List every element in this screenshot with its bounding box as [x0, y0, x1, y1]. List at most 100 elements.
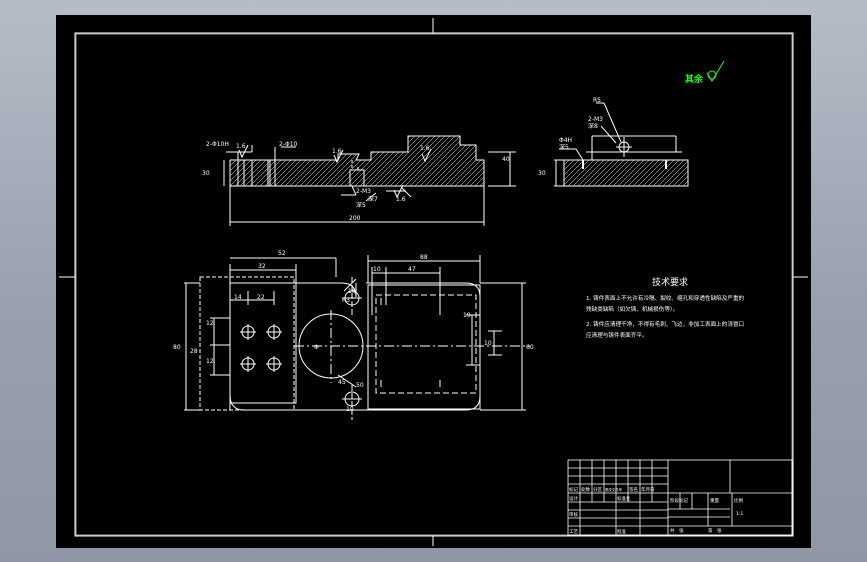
hatch-line	[449, 136, 484, 186]
tb-label-5: 年月日	[641, 486, 655, 493]
hatch-line	[564, 160, 575, 171]
hatch-line	[459, 136, 484, 186]
dim-45: 45	[338, 379, 346, 386]
hatch-line	[587, 160, 615, 186]
hatch-line	[474, 136, 484, 186]
surface-finish-label: 其余	[685, 73, 704, 85]
hatch-line	[662, 160, 688, 186]
dim-r3: R3	[342, 297, 350, 304]
tb-ratio: 比例	[734, 497, 743, 504]
tb-standard: 标准化	[617, 495, 631, 502]
surface-finish-symbol	[706, 60, 725, 82]
hatch-line	[577, 160, 605, 186]
tb-design: 设计	[569, 495, 578, 502]
hatch-line	[682, 180, 688, 186]
hatch-line	[454, 136, 484, 186]
dim-12b: 12	[206, 358, 214, 365]
roughness-label-3: 1.6	[420, 145, 430, 152]
hatch-line	[374, 136, 426, 186]
tb-sheet-total: 共 张	[670, 527, 684, 534]
hatch-line	[672, 170, 688, 186]
hatch-line	[617, 160, 645, 186]
hatch-line	[582, 160, 610, 186]
side-hole-label: Φ4H	[559, 137, 572, 144]
title-block	[567, 459, 793, 536]
hatch-line	[632, 160, 660, 186]
hatch-line	[592, 160, 620, 186]
hatch-line	[369, 136, 421, 186]
dim-52: 52	[278, 250, 286, 257]
hatch-line	[389, 136, 441, 186]
hatch-line	[384, 136, 436, 186]
front-thread-label: 2-M3	[356, 188, 371, 195]
dim-28: 28	[190, 348, 198, 355]
dim-32: 32	[258, 263, 266, 270]
tb-scale: 1:1	[736, 511, 743, 517]
side-view-hatching	[564, 160, 688, 186]
hatch-line	[667, 165, 688, 186]
dim-phi: Φ	[314, 344, 319, 351]
hatch-line	[564, 160, 590, 186]
hatch-line	[612, 160, 640, 186]
top-view-outline	[229, 255, 530, 420]
side-thread-depth-label: 深8	[588, 122, 598, 130]
inner-frame	[75, 33, 793, 536]
hatch-line	[607, 160, 635, 186]
tb-process: 工艺	[569, 529, 578, 535]
drawing-sheet[interactable]: 其余 2-Φ10H 2-Φ10 1.6 1.6 1.6 1.6 2-M3 深5 …	[56, 15, 811, 548]
hatch-line	[464, 136, 484, 186]
hatch-line	[399, 136, 451, 186]
dim-14: 14	[234, 294, 242, 301]
roughness-label-1: 1.6	[236, 143, 246, 150]
hatch-line	[597, 160, 625, 186]
front-dim-height-left: 30	[202, 170, 210, 177]
tb-label-4: 签名	[629, 486, 638, 493]
roughness-label-4: 1.6	[396, 196, 406, 203]
dim-60: 60	[526, 344, 534, 351]
front-thread-depth-label: 深5	[356, 201, 366, 209]
roughness-label-2: 1.6	[332, 148, 342, 155]
hatch-line	[572, 160, 600, 186]
hatch-line	[379, 136, 431, 186]
dim-16: 16	[348, 288, 356, 295]
hatch-line	[404, 136, 456, 186]
hatch-line	[642, 160, 670, 186]
tb-check: 审核	[569, 511, 578, 518]
hatch-line	[657, 160, 685, 186]
dim-10b: 10	[346, 406, 354, 413]
dim-47: 47	[408, 266, 416, 273]
front-holes-left-label: 2-Φ10H	[206, 141, 229, 148]
dim-12a: 12	[206, 320, 214, 327]
top-view-left-holes	[240, 324, 282, 372]
hatch-line	[469, 136, 484, 186]
tech-req-line-1: 1. 铸件表面上不允许有冷隔、裂纹、缩孔和穿透性缺陷及严重的	[586, 294, 745, 302]
hatch-line	[414, 136, 466, 186]
tb-sheet-no: 第 张	[708, 527, 722, 534]
tb-label-3: 更改文件号	[605, 487, 623, 492]
hatch-line	[394, 136, 446, 186]
tb-approve: 批准	[617, 528, 626, 535]
hatch-line	[677, 175, 688, 186]
side-dim-r5: R5	[593, 97, 601, 104]
top-view-left	[184, 257, 337, 411]
tb-stage: 阶段标记	[670, 497, 688, 504]
front-dim-height-right: 40	[502, 156, 510, 163]
front-holes-mid-label: 2-Φ10	[279, 141, 298, 148]
tb-label-2: 分区	[593, 486, 602, 493]
tb-label-0: 标记	[569, 486, 578, 493]
dim-22: 22	[257, 294, 265, 301]
hatch-line	[564, 160, 570, 166]
hatch-line	[567, 160, 595, 186]
hatch-line	[622, 160, 650, 186]
front-hole-depth-label: 深7	[368, 195, 378, 203]
front-dim-length: 200	[349, 215, 361, 222]
hatch-line	[637, 160, 665, 186]
side-dim-height: 30	[538, 170, 546, 177]
dim-80: 80	[173, 344, 181, 351]
hatch-line	[444, 136, 484, 186]
tb-label-1: 处数	[581, 486, 590, 493]
dim-10c: 10	[484, 340, 492, 347]
hatch-line	[602, 160, 630, 186]
side-view	[554, 102, 689, 187]
dim-50: 50	[356, 382, 364, 389]
